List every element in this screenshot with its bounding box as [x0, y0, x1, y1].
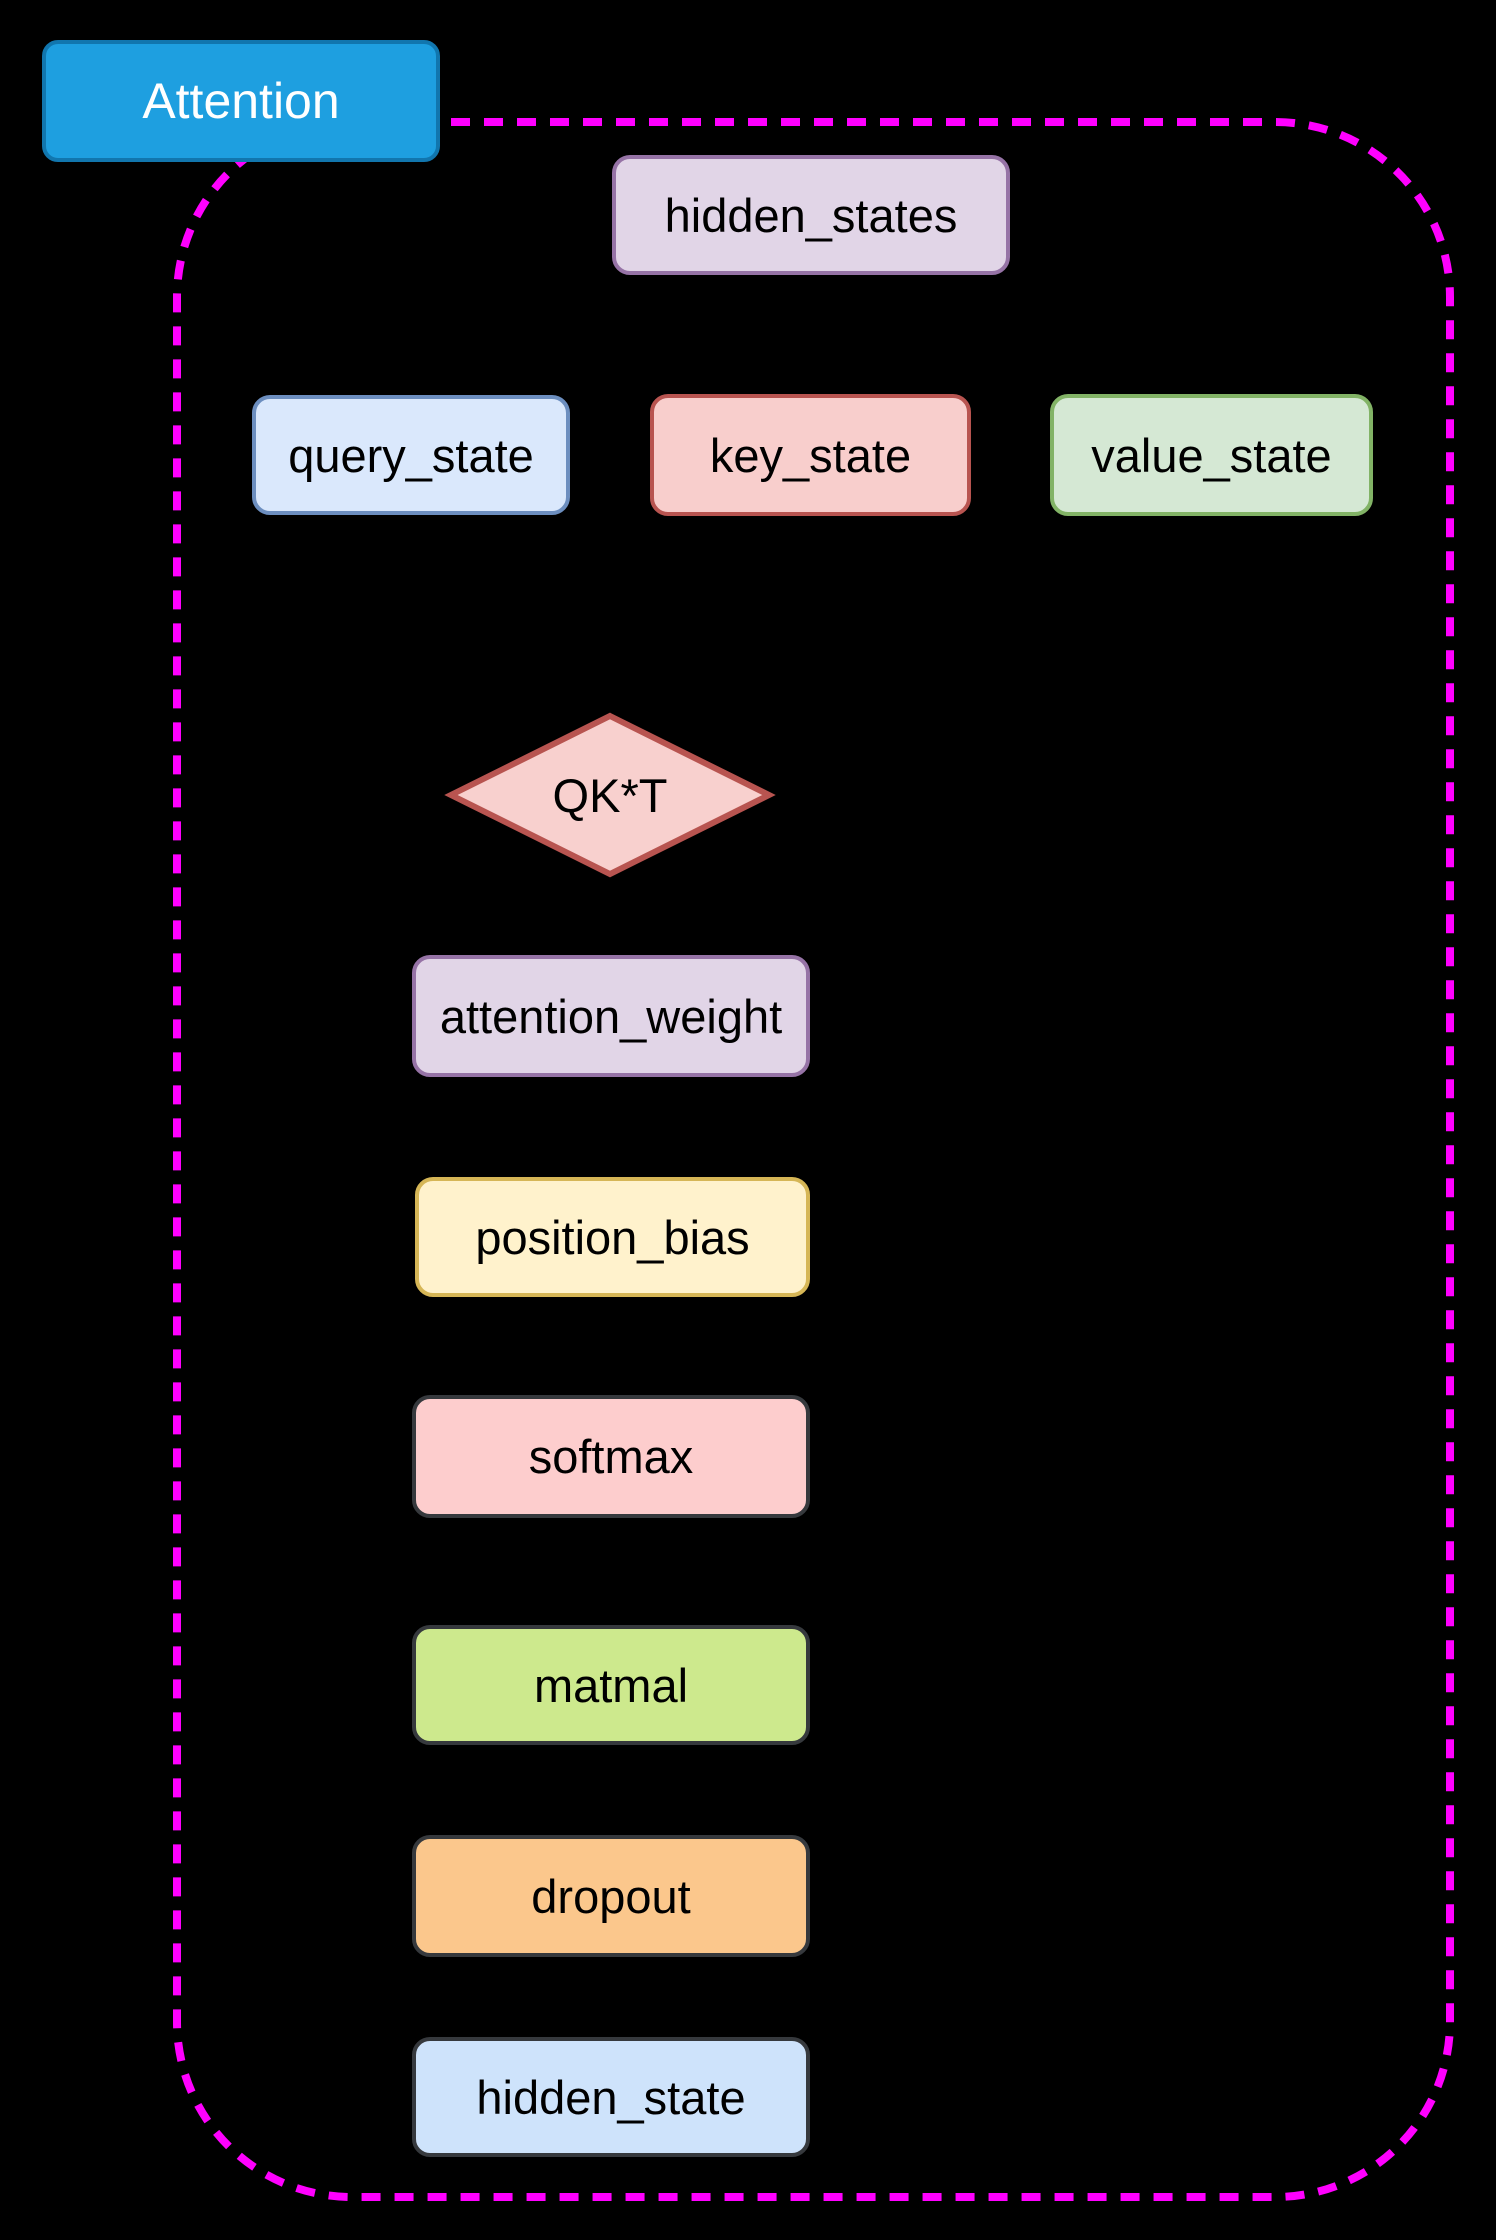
node-key-state: key_state [650, 394, 971, 516]
node-position-bias-label: position_bias [475, 1210, 750, 1264]
node-qkt: QK*T [444, 712, 776, 878]
node-dropout: dropout [412, 1835, 810, 1957]
node-value-state: value_state [1050, 394, 1373, 516]
node-query-state: query_state [252, 395, 570, 515]
node-value-state-label: value_state [1091, 428, 1332, 482]
node-softmax: softmax [412, 1395, 810, 1518]
attention-title-label: Attention [142, 73, 340, 129]
attention-title-box: Attention [42, 40, 440, 162]
node-hidden-state: hidden_state [412, 2037, 810, 2157]
node-dropout-label: dropout [531, 1869, 691, 1923]
dashed-boundary-rect [173, 118, 1454, 2201]
qkt-diamond-polygon [444, 712, 776, 878]
node-qkt-label: QK*T [552, 768, 668, 822]
node-position-bias: position_bias [415, 1177, 810, 1297]
node-matmal: matmal [412, 1625, 810, 1745]
node-key-state-label: key_state [709, 428, 912, 482]
node-hidden-states: hidden_states [612, 155, 1010, 275]
node-softmax-label: softmax [528, 1430, 694, 1483]
node-query-state-label: query_state [288, 428, 534, 482]
node-hidden-state-label: hidden_state [476, 2070, 746, 2124]
node-matmal-label: matmal [533, 1658, 689, 1712]
node-attention-weight: attention_weight [412, 955, 810, 1077]
qkt-diamond-shape [444, 712, 776, 878]
node-hidden-states-label: hidden_states [664, 188, 958, 242]
node-attention-weight-label: attention_weight [439, 989, 783, 1043]
